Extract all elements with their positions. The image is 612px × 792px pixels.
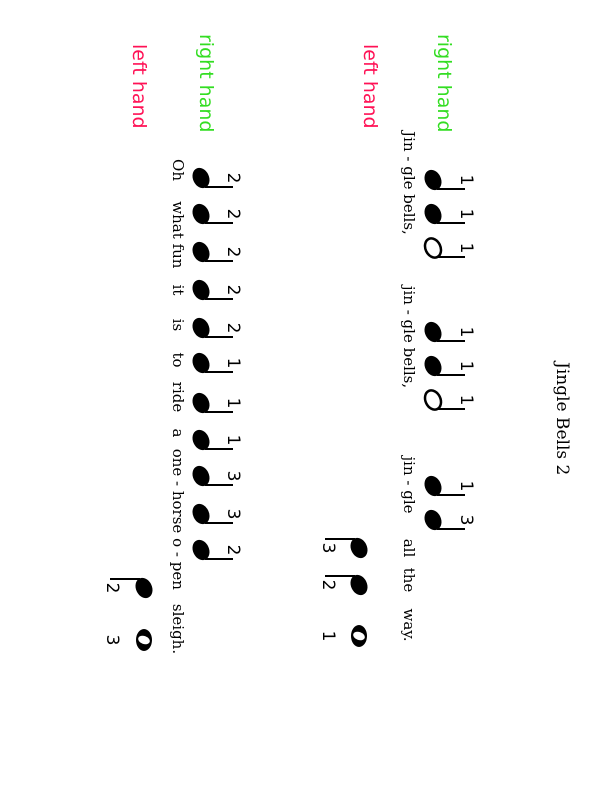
system-1-right-hand-finger-7: 3 bbox=[456, 514, 476, 526]
system-1-right-hand-finger-6: 1 bbox=[456, 480, 476, 492]
system-1-right-hand-finger-2: 1 bbox=[456, 242, 476, 254]
system-1-right-hand-note-2 bbox=[423, 237, 465, 259]
system-1-right-hand-finger-3: 1 bbox=[456, 326, 476, 338]
system-2-left-hand-finger-1: 3 bbox=[102, 634, 122, 646]
system-1-left-hand-note-0 bbox=[325, 537, 368, 559]
system-1-left-hand-finger-2: 1 bbox=[318, 630, 338, 642]
system-2-right-hand-finger-10: 2 bbox=[223, 544, 243, 556]
system-2-right-hand-note-6 bbox=[192, 392, 233, 414]
system-2-left-hand-note-1 bbox=[136, 629, 152, 651]
system-2-right-hand-finger-4: 2 bbox=[223, 322, 243, 334]
system-1-right-hand-note-3 bbox=[424, 321, 465, 343]
system-2-right-hand-finger-2: 2 bbox=[223, 246, 243, 258]
system-2-right-hand-note-1 bbox=[192, 203, 233, 225]
system-2-right-hand-finger-7: 1 bbox=[223, 434, 243, 446]
system-1-left-hand-finger-1: 2 bbox=[318, 579, 338, 591]
system-1-right-hand-note-4 bbox=[424, 355, 465, 377]
system-2-right-hand-note-4 bbox=[192, 317, 233, 339]
system-2-right-hand-note-2 bbox=[192, 241, 233, 263]
system-1-left-hand-finger-0: 3 bbox=[318, 542, 338, 554]
system-2-right-hand-finger-8: 3 bbox=[223, 470, 243, 482]
system-2-right-hand-note-3 bbox=[192, 279, 233, 301]
system-2-right-hand-note-8 bbox=[192, 465, 233, 487]
system-2-right-hand-note-5 bbox=[192, 352, 233, 374]
system-1-right-hand-note-1 bbox=[424, 203, 465, 225]
system-2-right-hand-note-9 bbox=[192, 503, 233, 525]
system-1-right-hand-note-7 bbox=[424, 509, 465, 531]
system-2-right-hand-note-7 bbox=[192, 429, 233, 451]
system-1-right-hand-finger-1: 1 bbox=[456, 208, 476, 220]
system-1-right-hand-note-0 bbox=[424, 169, 465, 191]
system-2-right-hand-finger-6: 1 bbox=[223, 397, 243, 409]
system-2-left-hand-notehead-hole-1 bbox=[138, 635, 150, 645]
system-2-right-hand-finger-5: 1 bbox=[223, 357, 243, 369]
system-2-right-hand-finger-0: 2 bbox=[223, 172, 243, 184]
system-2-right-hand-finger-1: 2 bbox=[223, 208, 243, 220]
system-1-left-hand-note-2 bbox=[351, 625, 367, 647]
system-2-left-hand-finger-0: 2 bbox=[102, 582, 122, 594]
system-1-right-hand-note-5 bbox=[423, 389, 465, 411]
system-2-right-hand-finger-9: 3 bbox=[223, 508, 243, 520]
system-2-right-hand-finger-3: 2 bbox=[223, 284, 243, 296]
system-2-left-hand-note-0 bbox=[110, 577, 153, 599]
system-1-right-hand-finger-5: 1 bbox=[456, 394, 476, 406]
system-2-right-hand-note-10 bbox=[192, 539, 233, 561]
system-1-left-hand-notehead-hole-2 bbox=[353, 631, 365, 641]
system-1-right-hand-finger-0: 1 bbox=[456, 174, 476, 186]
system-1-left-hand-note-1 bbox=[325, 574, 368, 596]
system-1-right-hand-finger-4: 1 bbox=[456, 360, 476, 372]
system-1-right-hand-note-6 bbox=[424, 475, 465, 497]
system-2-right-hand-note-0 bbox=[192, 167, 233, 189]
